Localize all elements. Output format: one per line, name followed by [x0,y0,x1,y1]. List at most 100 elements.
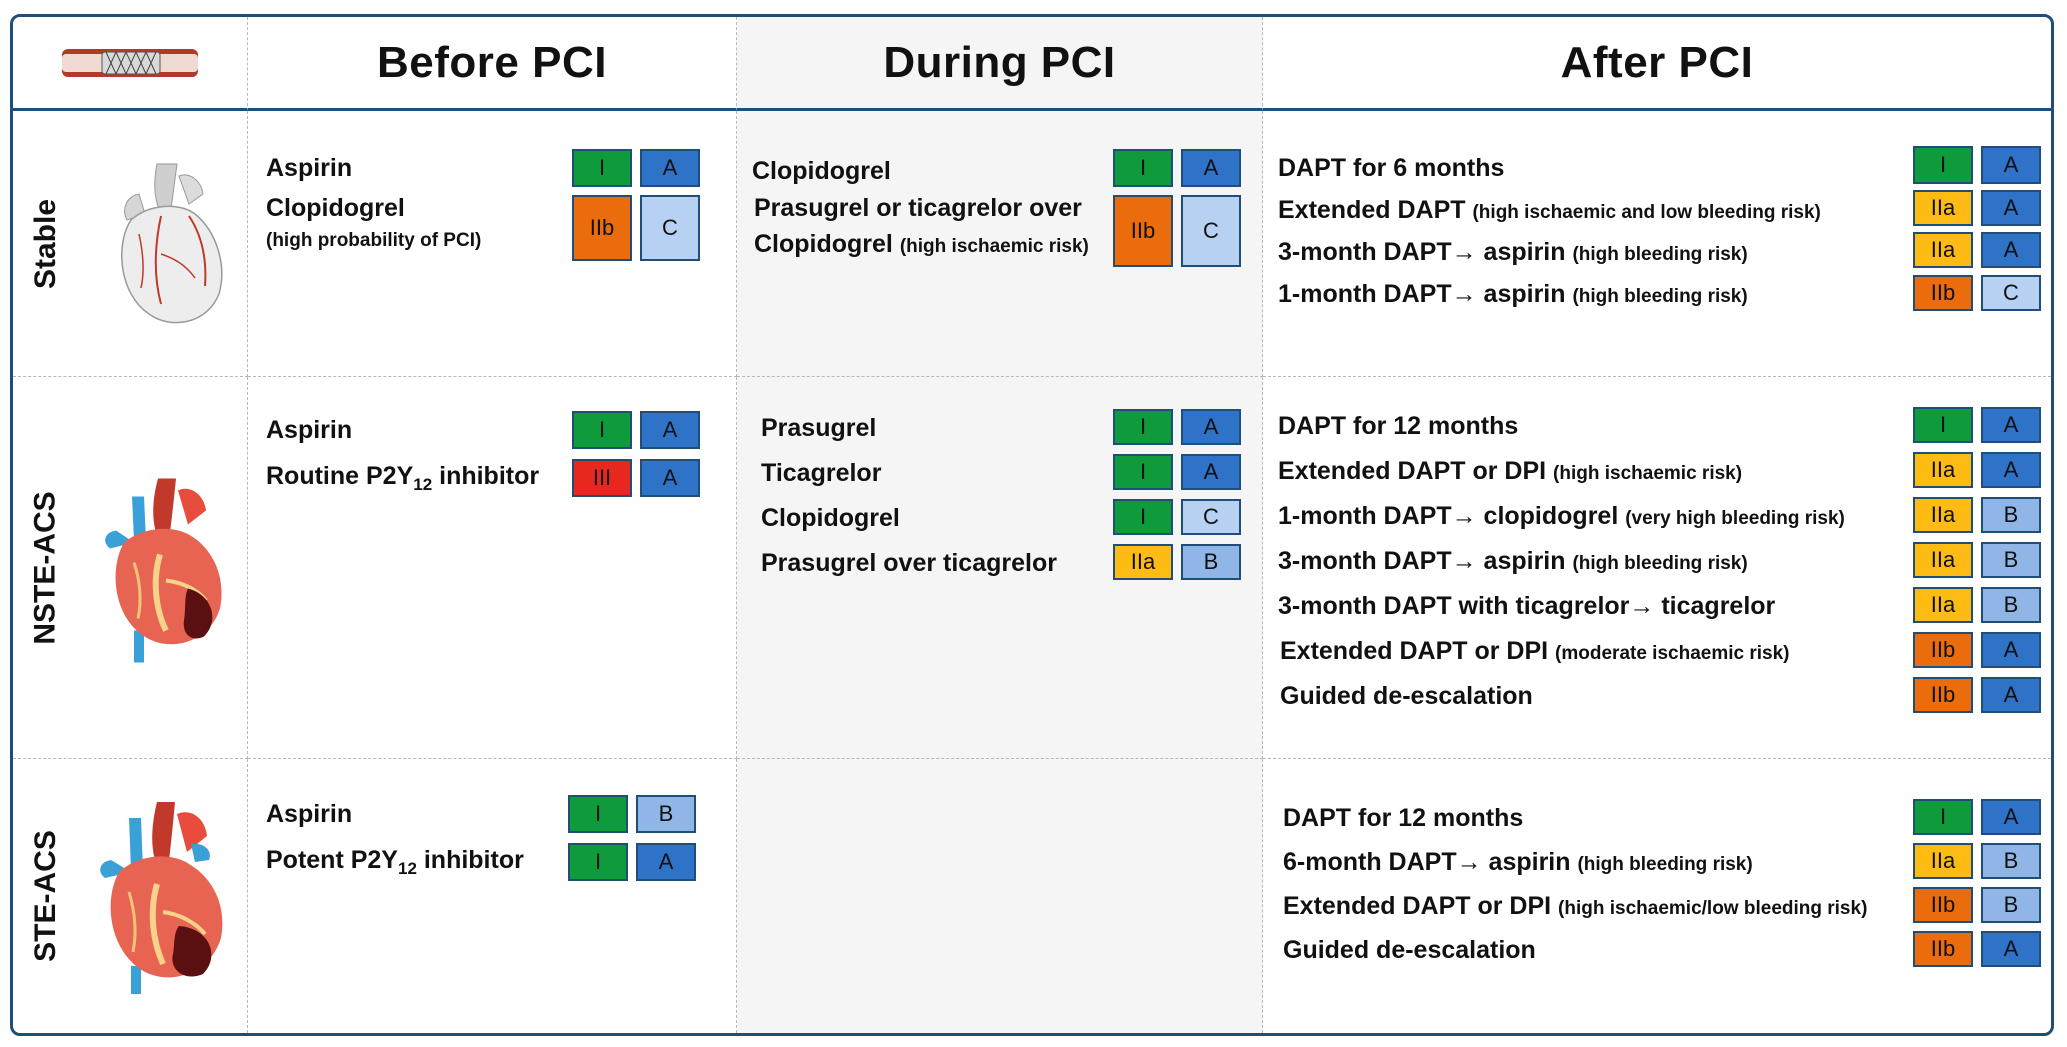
loe-badge: A [1981,190,2041,226]
loe-badge: B [1981,542,2041,578]
class-badge: I [568,795,628,833]
nste-before-cell: Aspirin I A Routine P2Y12 inhibitor III … [248,377,737,759]
list-item: Extended DAPT or DPI (high ischaemic ris… [1278,457,1743,485]
stent-header-cell [13,17,248,111]
list-item: Prasugrel over ticagrelor [761,549,1057,577]
loe-badge: A [636,843,696,881]
stable-during-cell: Clopidogrel I A Prasugrel or ticagrelor … [737,111,1263,377]
loe-badge: A [640,149,700,187]
list-item: 1-month DAPT→ clopidogrel (very high ble… [1278,502,1845,530]
class-badge: IIa [1913,497,1973,533]
class-badge: III [572,459,632,497]
list-item: Potent P2Y12 inhibitor [266,846,524,878]
list-item-note: (high probability of PCI) [266,230,482,251]
class-badge: IIb [1913,887,1973,923]
class-badge: I [1113,409,1173,445]
list-item: Aspirin [266,800,353,828]
nste-label-cell: NSTE-ACS [13,377,248,759]
class-badge: I [572,149,632,187]
loe-badge: A [640,459,700,497]
stable-after-cell: DAPT for 6 months I A Extended DAPT (hig… [1263,111,2051,377]
class-badge: I [1113,454,1173,490]
ste-after-cell: DAPT for 12 months I A 6-month DAPT→ asp… [1263,759,2051,1033]
class-badge: I [1113,499,1173,535]
colored-heart-icon [105,478,222,662]
class-badge: IIa [1913,843,1973,879]
class-badge: IIb [1913,677,1973,713]
loe-badge: A [1981,407,2041,443]
class-badge: I [1913,407,1973,443]
list-item: DAPT for 12 months [1283,804,1524,832]
list-item: 6-month DAPT→ aspirin (high bleeding ris… [1283,848,1753,876]
list-item: Clopidogrel [752,157,891,185]
loe-badge: A [1181,409,1241,445]
class-badge: IIb [1913,632,1973,668]
list-item: Extended DAPT or DPI (high ischaemic/low… [1283,892,1868,920]
list-item: Extended DAPT or DPI (moderate ischaemic… [1280,637,1790,665]
class-badge: IIa [1113,544,1173,580]
loe-badge: A [1981,931,2041,967]
list-item: Clopidogrel [266,194,405,222]
class-badge: I [572,411,632,449]
list-item: Clopidogrel (high ischaemic risk) [754,230,1089,258]
ste-label-cell: STE-ACS [13,759,248,1033]
loe-badge: A [1981,677,2041,713]
list-item: DAPT for 12 months [1278,412,1519,440]
class-badge: I [568,843,628,881]
row-label-stable: Stable [29,198,62,289]
list-item: 3-month DAPT→ aspirin (high bleeding ris… [1278,547,1748,575]
loe-badge: B [1181,544,1241,580]
list-item: DAPT for 6 months [1278,154,1505,182]
class-badge: IIa [1913,452,1973,488]
loe-badge: C [1181,195,1241,267]
class-badge: IIa [1913,587,1973,623]
loe-badge: B [1981,587,2041,623]
class-badge: IIb [1913,275,1973,311]
loe-badge: A [1181,149,1241,187]
list-item: Prasugrel [761,414,877,442]
list-item: 3-month DAPT→ aspirin (high bleeding ris… [1278,238,1748,266]
loe-badge: A [1181,454,1241,490]
infarct-heart-icon [100,802,223,994]
loe-badge: A [1981,232,2041,268]
loe-badge: B [1981,887,2041,923]
stable-before-cell: Aspirin I A Clopidogrel (high probabilit… [248,111,737,377]
class-badge: I [1913,799,1973,835]
list-item: Guided de-escalation [1280,682,1533,710]
loe-badge: B [636,795,696,833]
loe-badge: C [1981,275,2041,311]
class-badge: IIa [1913,542,1973,578]
class-badge: I [1113,149,1173,187]
loe-badge: C [640,195,700,261]
during-pci-title: During PCI [883,37,1116,87]
class-badge: IIb [572,195,632,261]
list-item: Routine P2Y12 inhibitor [266,462,540,494]
nste-after-cell: DAPT for 12 months I A Extended DAPT or … [1263,377,2051,759]
grey-heart-icon [121,163,223,323]
during-pci-header: During PCI [737,17,1263,111]
before-pci-header: Before PCI [248,17,737,111]
recommendation-table: Before PCI During PCI After PCI Stable A… [10,14,2054,1036]
loe-badge: A [640,411,700,449]
list-item: Ticagrelor [761,459,882,487]
ste-during-cell [737,759,1263,1033]
list-item: Guided de-escalation [1283,936,1536,964]
after-pci-title: After PCI [1560,37,1754,87]
class-badge: IIb [1113,195,1173,267]
loe-badge: B [1981,497,2041,533]
list-item: Clopidogrel [761,504,900,532]
after-pci-header: After PCI [1263,17,2051,111]
list-item: Prasugrel or ticagrelor over [754,194,1082,222]
nste-during-cell: Prasugrel I A Ticagrelor I A Clopidogrel… [737,377,1263,759]
list-item: Extended DAPT (high ischaemic and low bl… [1278,196,1821,224]
ste-before-cell: Aspirin I B Potent P2Y12 inhibitor I A [248,759,737,1033]
list-item: 1-month DAPT→ aspirin (high bleeding ris… [1278,280,1748,308]
class-badge: IIb [1913,931,1973,967]
list-item: Aspirin [266,416,353,444]
class-badge: IIa [1913,190,1973,226]
stent-icon [62,48,198,77]
list-item: 3-month DAPT with ticagrelor→ ticagrelor [1278,592,1776,620]
loe-badge: A [1981,632,2041,668]
loe-badge: A [1981,452,2041,488]
class-badge: IIa [1913,232,1973,268]
